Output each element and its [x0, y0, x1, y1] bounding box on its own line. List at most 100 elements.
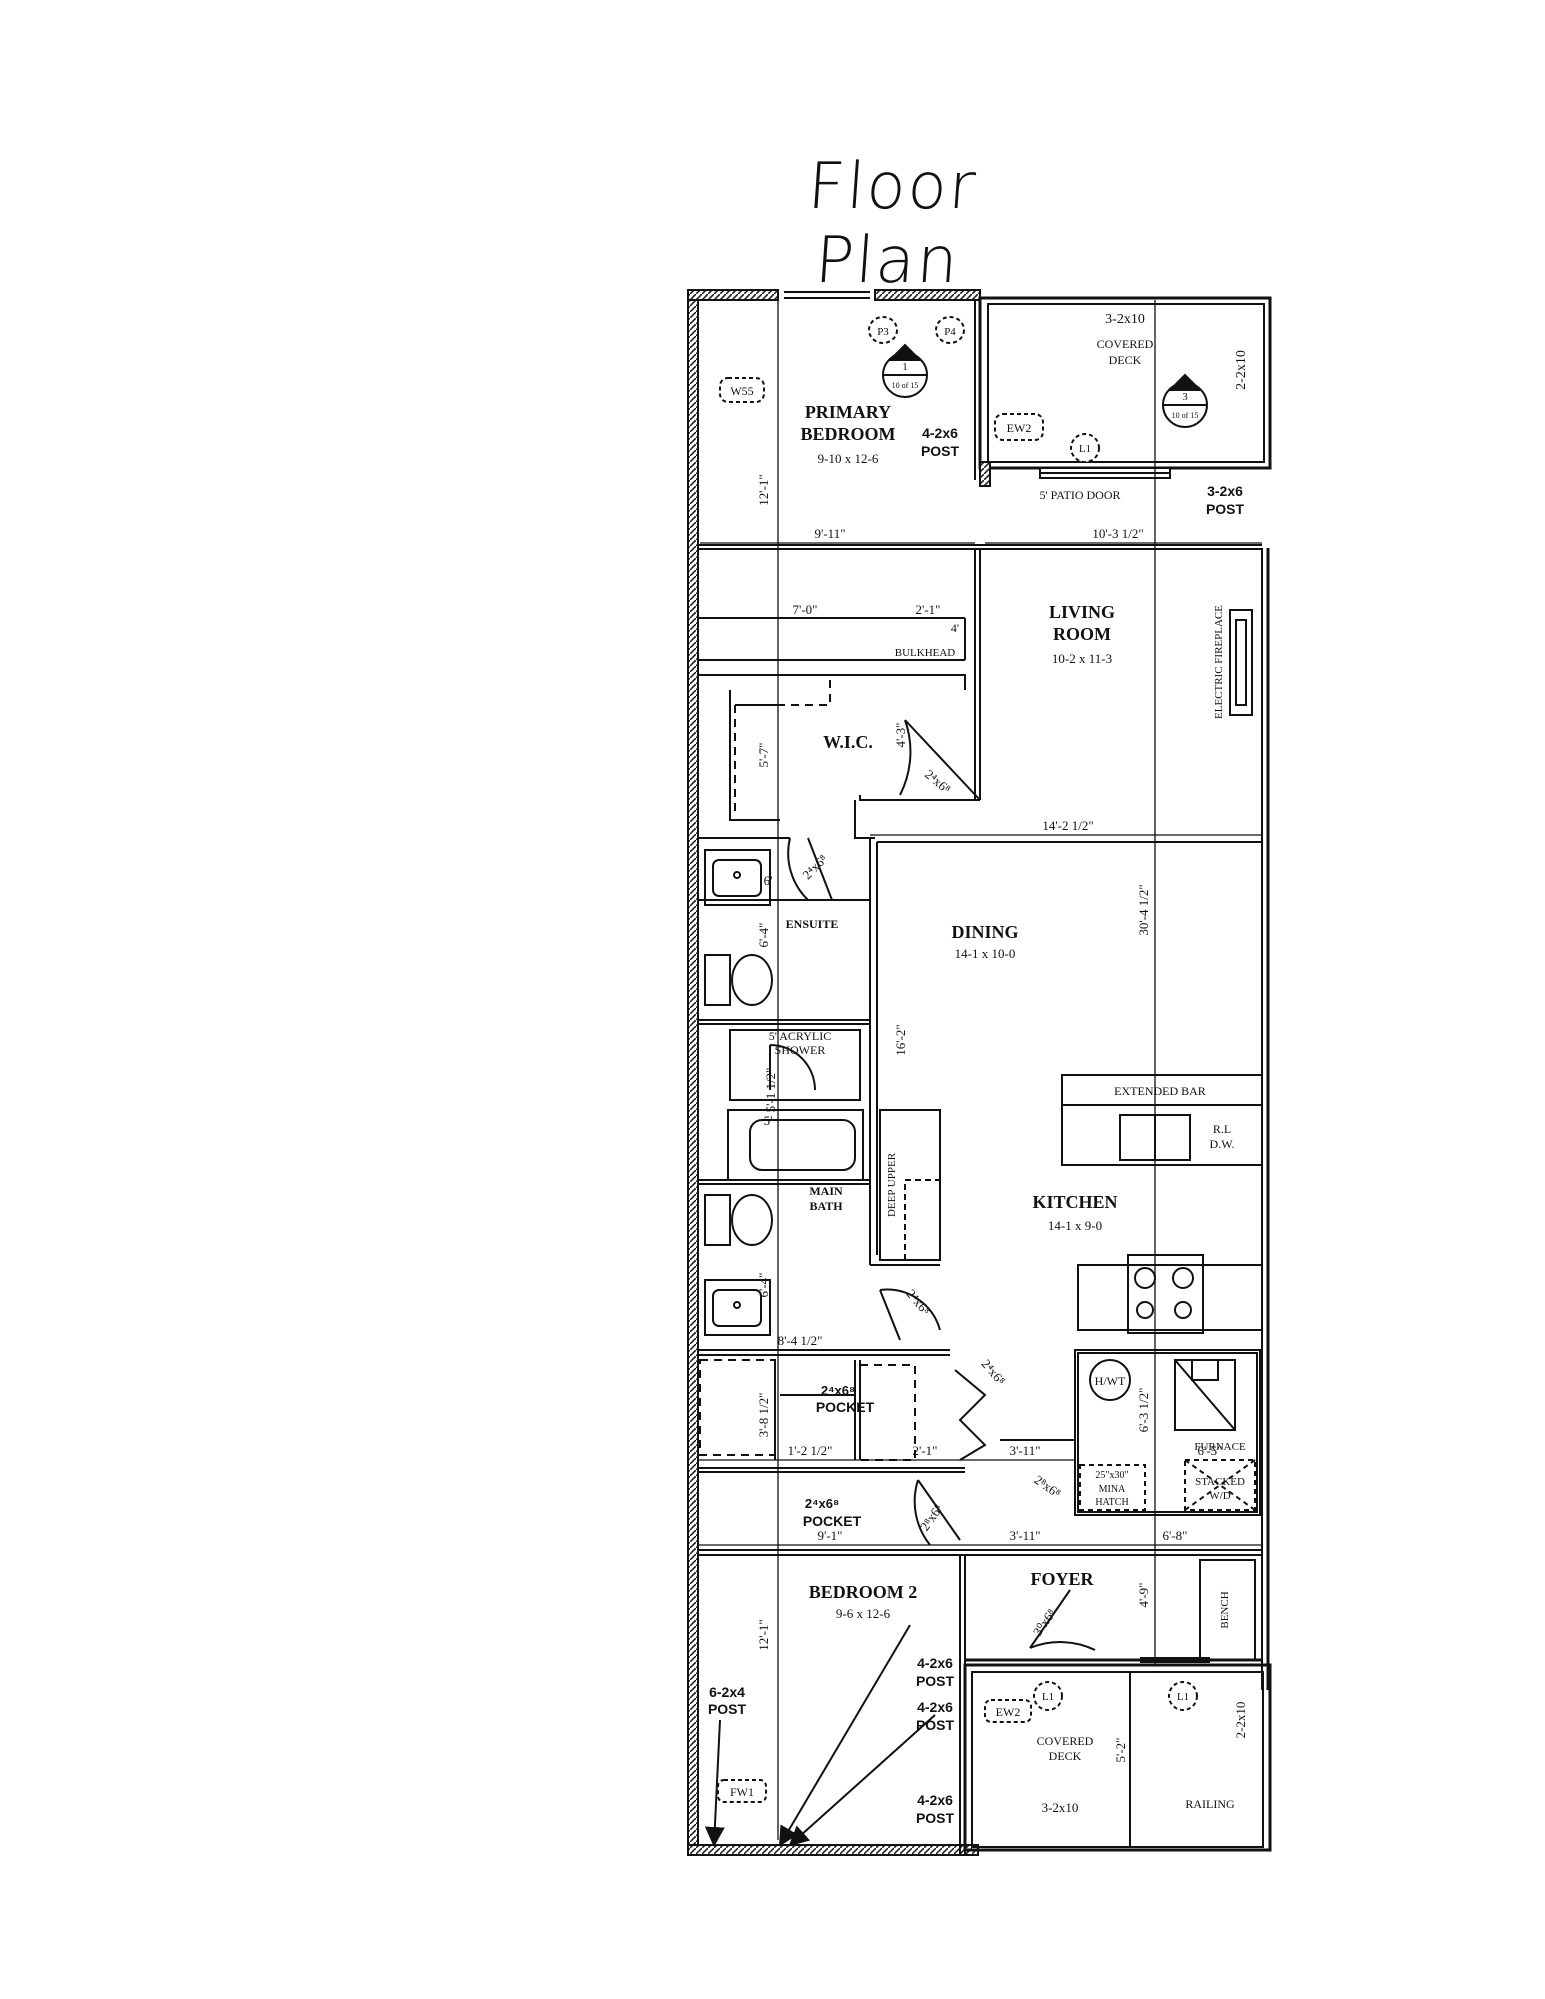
- dim-4-3: 4'-3": [893, 723, 908, 748]
- dim-12-1-bot: 12'-1": [756, 1619, 771, 1650]
- dim-6-8: 6'-8": [1163, 1528, 1188, 1543]
- label-bedroom2: BEDROOM 2: [809, 1582, 918, 1602]
- extended-bar: [1061, 1074, 1263, 1166]
- label-pocket-1: POCKET: [816, 1399, 875, 1415]
- label-kitchen: KITCHEN: [1032, 1192, 1117, 1212]
- dim-6-3: 6'-3 1/2": [1136, 1388, 1151, 1433]
- dim-2x6-c: 2⁴x6⁸: [904, 1286, 934, 1318]
- tag-l1-bottom-b: [1168, 1681, 1198, 1711]
- acrylic-shower: [729, 1029, 861, 1101]
- dim-12-1-top: 12'-1": [756, 474, 771, 505]
- tag-l1-bottom-a: [1033, 1681, 1063, 1711]
- dim-2-2x10-bot: 2-2x10: [1233, 1702, 1248, 1739]
- dim-6-5: 6'-5": [1198, 1443, 1223, 1458]
- dim-9-1: 9'-1": [818, 1528, 843, 1543]
- exterior-wall-top-mid: [874, 289, 981, 301]
- label-railing: RAILING: [1185, 1797, 1235, 1811]
- tag-l1-bottom-a-text: L1: [1042, 1691, 1054, 1703]
- tag-p3-text: P3: [877, 326, 889, 338]
- dim-4: 4': [951, 621, 959, 635]
- tag-ew2-top-text: EW2: [1007, 421, 1032, 435]
- label-bulkhead: BULKHEAD: [895, 647, 956, 659]
- dim-6: 6': [764, 873, 773, 888]
- tag-l1-top-text: L1: [1079, 443, 1091, 455]
- dim-2x6-f: 2⁸x6⁸: [917, 1501, 946, 1533]
- label-post-3x6-2: POST: [1206, 501, 1245, 517]
- label-bedroom2-size: 9-6 x 12-6: [836, 1606, 891, 1621]
- label-patio-door: 5' PATIO DOOR: [1039, 488, 1120, 502]
- dim-2x6-pocket-b: 2⁴x6⁸: [805, 1496, 839, 1511]
- dim-5: 5': [764, 1113, 773, 1128]
- dim-2x6-e: 2⁸x6⁸: [1032, 1472, 1064, 1501]
- ensuite-toilet-tank: [704, 954, 731, 1006]
- label-extended-bar: EXTENDED BAR: [1114, 1084, 1206, 1098]
- label-hatch-1: 25"x30": [1095, 1470, 1128, 1481]
- label-kitchen-size: 14-1 x 9-0: [1048, 1218, 1102, 1233]
- dim-6-4-a: 6'-4": [756, 923, 771, 948]
- label-post-b3-1: 4-2x6: [917, 1792, 953, 1808]
- label-stacked-1: STACKED: [1195, 1476, 1245, 1488]
- tag-l1-bottom-b-text: L1: [1177, 1691, 1189, 1703]
- sec3-num: 3: [1182, 391, 1188, 403]
- tag-ew2-top: [994, 413, 1044, 441]
- label-main-bath-1: MAIN: [809, 1184, 843, 1198]
- label-hatch-3: HATCH: [1095, 1497, 1128, 1508]
- tag-p4: [935, 316, 965, 344]
- dim-3-11-b: 3'-11": [1010, 1528, 1041, 1543]
- label-deep-upper: DEEP UPPER: [886, 1152, 898, 1217]
- dim-2-1-a: 2'-1": [916, 602, 941, 617]
- label-rl: R.L: [1213, 1122, 1231, 1136]
- dim-2x6-b: 2⁴x6⁸: [799, 851, 830, 882]
- exterior-wall-top-left: [687, 289, 779, 301]
- covered-deck-bottom-frame: [963, 1663, 1272, 1852]
- dim-1-2: 1'-2 1/2": [788, 1443, 833, 1458]
- dim-9-11: 9'-11": [815, 526, 846, 541]
- tag-fw1: [717, 1779, 767, 1803]
- dim-4-9: 4'-9": [1136, 1583, 1151, 1608]
- tag-l1-top: [1070, 433, 1100, 463]
- dim-14-2: 14'-2 1/2": [1042, 818, 1093, 833]
- label-deck-top-1: COVERED: [1097, 337, 1154, 351]
- label-pocket-2: POCKET: [803, 1513, 862, 1529]
- sec1-num: 1: [902, 361, 908, 373]
- label-main-bath-2: BATH: [809, 1199, 843, 1213]
- kitchen-counter: [1077, 1264, 1263, 1331]
- label-post-b2-2: POST: [916, 1717, 955, 1733]
- label-living-1: LIVING: [1049, 602, 1115, 622]
- dim-7-0: 7'-0": [793, 602, 818, 617]
- dim-3-2x10-bot: 3-2x10: [1042, 1800, 1079, 1815]
- label-hwt: H/WT: [1095, 1374, 1126, 1388]
- label-dining-size: 14-1 x 10-0: [955, 946, 1016, 961]
- tag-w55-text: W55: [730, 384, 753, 398]
- bath-toilet-tank: [704, 1194, 731, 1246]
- label-dining: DINING: [951, 922, 1018, 942]
- dim-16-2: 16'-2": [893, 1024, 908, 1055]
- label-primary-size: 9-10 x 12-6: [818, 451, 879, 466]
- label-foyer: FOYER: [1031, 1569, 1095, 1589]
- label-deck-bot-2: DECK: [1049, 1749, 1082, 1763]
- label-post-b1-1: 4-2x6: [917, 1655, 953, 1671]
- dim-2-1-b: 2'-1": [913, 1443, 938, 1458]
- exterior-wall-bottom: [687, 1844, 979, 1856]
- label-post-primary-2: POST: [921, 443, 960, 459]
- label-primary-2: BEDROOM: [800, 424, 895, 444]
- dim-10-3: 10'-3 1/2": [1092, 526, 1143, 541]
- utility-room: [1074, 1349, 1261, 1516]
- label-hatch-2: MINA: [1099, 1484, 1126, 1495]
- label-post-b1-2: POST: [916, 1673, 955, 1689]
- label-post-b2-1: 4-2x6: [917, 1699, 953, 1715]
- label-post-6x4-1: 6-2x4: [709, 1684, 745, 1700]
- tag-p4-text: P4: [944, 326, 956, 338]
- ensuite-sink: [704, 849, 771, 906]
- tag-p3: [868, 316, 898, 344]
- exterior-wall-left: [687, 289, 699, 1856]
- label-deck-bot-1: COVERED: [1037, 1734, 1094, 1748]
- tag-fw1-text: FW1: [730, 1785, 754, 1799]
- tag-ew2-bottom-text: EW2: [996, 1705, 1021, 1719]
- label-dw: D.W.: [1210, 1137, 1235, 1151]
- label-furnace: FURNACE: [1194, 1441, 1246, 1453]
- dim-6-4-b: 6'-4": [756, 1273, 771, 1298]
- dim-2x6-d: 2⁴x6⁸: [979, 1356, 1009, 1388]
- dim-5-2: 5'-2": [1113, 1738, 1128, 1763]
